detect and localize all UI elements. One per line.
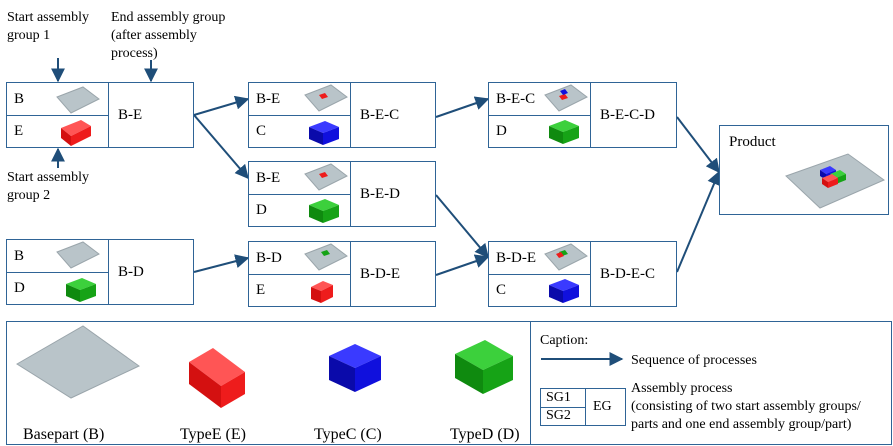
sg2-label: E [14, 123, 24, 139]
basepart-icon [56, 241, 100, 269]
basepart-green-icon [304, 243, 348, 271]
legend-typee-label: TypeE (E) [180, 426, 246, 443]
process-b-e: B E B-E [6, 82, 194, 148]
sg1-label: B [14, 91, 25, 107]
process-b-e-c-d: B-E-C D B-E-C-D [488, 82, 677, 148]
arrow-p1-p3 [193, 95, 250, 116]
basepart-red-green-icon [544, 243, 588, 271]
blue-brick-icon [329, 344, 381, 392]
eg-label: B-E [118, 107, 143, 123]
legend-process-example: SG1 SG2 EG [540, 388, 626, 426]
green-brick-icon [66, 278, 96, 302]
eg-label: B-E-C [360, 107, 400, 123]
legend-panel: Basepart (B) TypeE (E) TypeC (C) TypeD (… [6, 321, 892, 445]
product-assembly-icon [785, 153, 886, 209]
caption-title: Caption: [540, 333, 589, 348]
arrow-p3-p6 [435, 96, 490, 118]
sg2-label: D [256, 202, 267, 218]
sg1-label: SG1 [546, 390, 571, 405]
legend-typed-label: TypeD (D) [450, 426, 520, 443]
eg-label: EG [593, 399, 612, 414]
process-b-d-e: B-D E B-D-E [248, 241, 436, 307]
process-b-d: B D B-D [6, 239, 194, 305]
eg-label: B-D [118, 264, 144, 280]
green-brick-icon [549, 120, 579, 144]
sg2-label: SG2 [546, 408, 571, 423]
process-b-e-c: B-E C B-E-C [248, 82, 436, 148]
basepart-icon [16, 325, 140, 399]
basepart-red-icon [304, 84, 348, 112]
legend-typec-label: TypeC (C) [314, 426, 382, 443]
sg1-label: B-D-E [496, 250, 536, 266]
arrow-p5-p7 [435, 254, 490, 276]
arrow-p4-p7 [435, 194, 489, 259]
eg-label: B-E-C-D [600, 107, 655, 123]
eg-label: B-D-E [360, 266, 400, 282]
sg2-label: D [14, 280, 25, 296]
sg2-label: D [496, 123, 507, 139]
product-label: Product [729, 134, 776, 150]
arrow-meaning-label: Sequence of processes [631, 353, 757, 368]
red-brick-icon [311, 281, 333, 303]
arrow-p2-p5 [193, 254, 250, 273]
sg1-label: B-E-C [496, 91, 536, 107]
red-brick-icon [189, 348, 245, 408]
blue-brick-icon [309, 121, 339, 145]
product-box: Product [719, 125, 889, 215]
sg1-label: B [14, 248, 25, 264]
process-b-d-e-c: B-D-E C B-D-E-C [488, 241, 677, 307]
sg1-label: B-E [256, 91, 281, 107]
eg-label: B-E-D [360, 186, 400, 202]
legend-basepart-label: Basepart (B) [23, 426, 105, 443]
arrow-p7-product [676, 170, 721, 273]
basepart-icon [56, 86, 100, 114]
basepart-red-icon [304, 163, 348, 191]
green-brick-icon [309, 199, 339, 223]
basepart-red-blue-icon [544, 84, 588, 112]
sg2-label: E [256, 282, 266, 298]
assembly-process-description: Assembly process(consisting of two start… [631, 381, 861, 432]
sg1-label: B-E [256, 170, 281, 186]
arrow-p6-product [676, 116, 720, 174]
blue-brick-icon [549, 279, 579, 303]
process-b-e-d: B-E D B-E-D [248, 161, 436, 227]
arrow-p1-p4 [193, 114, 249, 180]
red-brick-icon [61, 120, 91, 146]
eg-label: B-D-E-C [600, 266, 655, 282]
green-brick-icon [455, 340, 513, 394]
sg1-label: B-D [256, 250, 282, 266]
sg2-label: C [496, 282, 507, 298]
sg2-label: C [256, 123, 267, 139]
